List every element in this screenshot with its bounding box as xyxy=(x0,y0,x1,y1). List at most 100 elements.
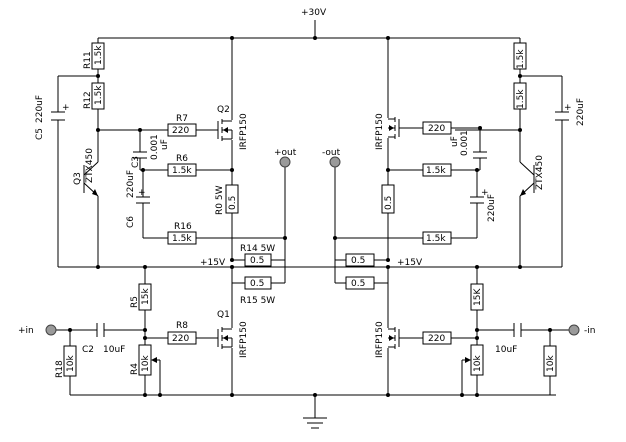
r0-value: 0.5 xyxy=(228,196,238,210)
terminal-minus-out[interactable] xyxy=(329,156,341,168)
transistor-right-ztx450 xyxy=(519,158,535,200)
r4-label: R4 xyxy=(130,363,140,375)
r7-value: 220 xyxy=(172,126,189,136)
svg-text:+: + xyxy=(481,188,489,198)
right-r-220-top-value: 220 xyxy=(428,124,445,134)
minus-in-label: -in xyxy=(584,326,595,336)
q1-label: Q1 xyxy=(217,310,230,320)
resistor-r6 xyxy=(167,163,197,177)
rail-15v-right-label: +15V xyxy=(397,258,423,268)
resistor-right-bot xyxy=(422,231,452,245)
terminal-minus-in[interactable] xyxy=(568,324,580,336)
resistor-right-15k xyxy=(470,283,484,311)
q2-part: IRFP150 xyxy=(239,113,249,150)
c6-label: C6 xyxy=(126,216,136,228)
r12-label: R12 xyxy=(83,91,93,109)
right-r-mid-value: 1.5k xyxy=(426,166,446,176)
r11-label: R11 xyxy=(83,51,93,69)
resistor-right-220-top xyxy=(422,121,452,135)
mosfet-right-top xyxy=(388,117,405,139)
resistor-r7 xyxy=(167,123,197,137)
r0-label: R0 5W xyxy=(215,185,225,215)
c2-value: 10uF xyxy=(103,345,125,355)
right-r-bot-value: 1.5k xyxy=(426,234,446,244)
r14-label: R14 5W xyxy=(240,244,275,254)
right-c-in-value: 10uF xyxy=(495,345,517,355)
r5-value: 15k xyxy=(141,288,151,305)
svg-text:+: + xyxy=(62,103,70,113)
r16-value: 1.5k xyxy=(172,234,192,244)
r8-value: 220 xyxy=(172,334,189,344)
right-q-part: ZTX450 xyxy=(535,155,545,190)
labels: +30V +15V +15V +out -out +in -in R11 1.5… xyxy=(18,8,595,378)
resistor-r14 xyxy=(244,253,272,267)
minus-out-label: -out xyxy=(322,148,341,158)
r12-value: 1.5k xyxy=(94,85,104,105)
junction-dots xyxy=(68,36,552,397)
resistor-right-p1 xyxy=(345,253,375,267)
right-irfp-bot: IRFP150 xyxy=(375,321,385,358)
r6-value: 1.5k xyxy=(172,166,192,176)
c2-label: C2 xyxy=(82,345,94,355)
terminals xyxy=(45,156,580,336)
right-r-top2-value: 1.5k xyxy=(516,89,526,109)
right-c-small-value-2: uF xyxy=(450,136,460,147)
c6-value: 220uF xyxy=(126,170,136,198)
resistors xyxy=(63,42,557,377)
resistor-right-220-bot xyxy=(422,331,452,345)
right-r-220-bot-value: 220 xyxy=(428,334,445,344)
right-r-pot-value: 10k xyxy=(473,355,483,372)
resistor-right-mid xyxy=(422,163,452,177)
q2-label: Q2 xyxy=(217,105,230,115)
svg-text:+: + xyxy=(564,103,572,113)
resistor-r16 xyxy=(167,231,197,245)
r18-value: 10k xyxy=(66,355,76,372)
resistor-r15 xyxy=(244,276,272,290)
r6-label: R6 xyxy=(176,154,188,164)
right-r-15k-value: 15K xyxy=(473,288,483,306)
c3-value-2: uF xyxy=(160,139,170,150)
resistor-r8 xyxy=(167,331,197,345)
resistor-r0 xyxy=(225,184,239,214)
c3-value-1: 0.001 xyxy=(150,134,160,160)
right-r-p2-value: 0.5 xyxy=(351,279,365,289)
r4-value: 10k xyxy=(141,355,151,372)
r14-value: 0.5 xyxy=(250,256,264,266)
r11-value: 1.5k xyxy=(94,45,104,65)
right-r-p1-value: 0.5 xyxy=(351,256,365,266)
terminal-plus-out[interactable] xyxy=(279,156,291,168)
right-irfp-top: IRFP150 xyxy=(375,113,385,150)
resistor-r12 xyxy=(91,82,105,110)
resistor-right-top1 xyxy=(513,42,527,70)
q3-label: Q3 xyxy=(73,172,83,185)
c5-label: C5 xyxy=(35,128,45,140)
q1-part: IRFP150 xyxy=(239,321,249,358)
r15-label: R15 5W xyxy=(240,296,275,306)
right-c-top-value: 220uF xyxy=(576,98,586,126)
mosfet-q2 xyxy=(212,119,233,141)
right-r-out-value: 0.5 xyxy=(384,196,394,210)
resistor-right-p2 xyxy=(345,276,375,290)
capacitors: + + + + xyxy=(51,103,572,337)
right-r-in-value: 10k xyxy=(546,355,556,372)
plus-in-label: +in xyxy=(18,326,34,336)
mosfet-q1 xyxy=(212,327,233,349)
terminal-plus-in[interactable] xyxy=(45,324,57,336)
c5-value: 220uF xyxy=(35,95,45,123)
right-c-small-value-1: 0.001 xyxy=(460,130,470,156)
c3-label: C3 xyxy=(131,156,141,168)
transistors xyxy=(83,117,535,349)
mosfet-right-bottom xyxy=(388,327,405,349)
resistor-r18 xyxy=(63,345,77,377)
plus-out-label: +out xyxy=(274,148,297,158)
transistor-q3 xyxy=(83,158,99,200)
rail-30v-label: +30V xyxy=(301,8,327,18)
resistor-right-in xyxy=(543,345,557,377)
r16-label: R16 xyxy=(174,222,192,232)
resistor-right-out xyxy=(381,184,395,214)
r8-label: R8 xyxy=(176,321,188,331)
r15-value: 0.5 xyxy=(250,279,264,289)
right-r-top1-value: 1.5k xyxy=(516,49,526,69)
